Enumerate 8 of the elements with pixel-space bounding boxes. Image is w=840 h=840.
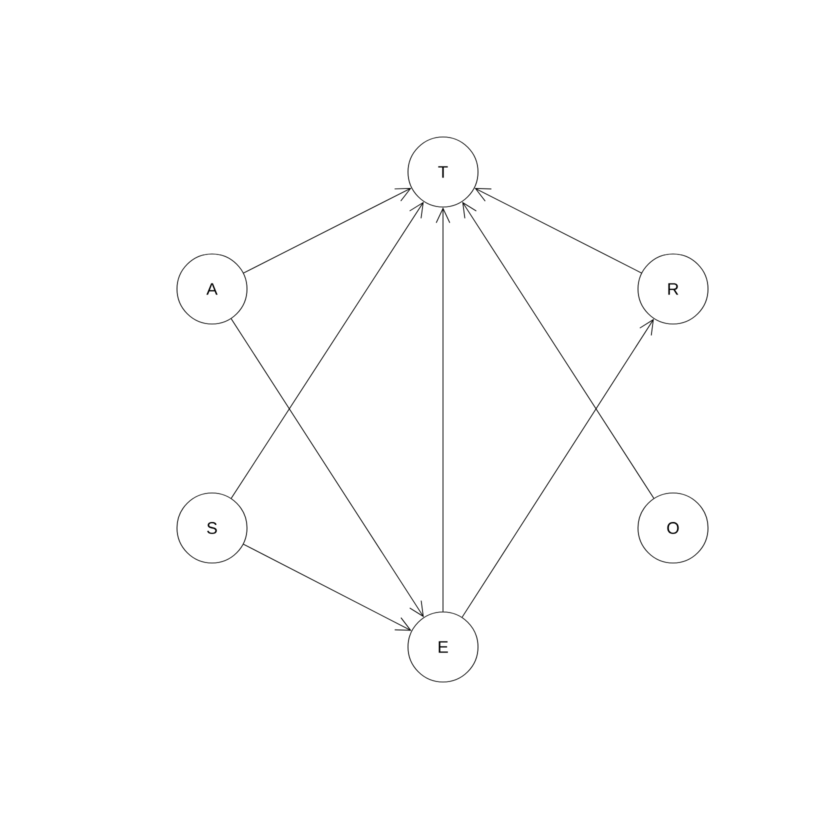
arrow [230, 318, 424, 618]
arrow [230, 202, 424, 499]
arrow [243, 188, 412, 274]
arrow [474, 188, 642, 274]
arrow [462, 318, 654, 618]
arrow [243, 544, 412, 631]
arrow [462, 202, 654, 499]
arrow [436, 207, 450, 612]
